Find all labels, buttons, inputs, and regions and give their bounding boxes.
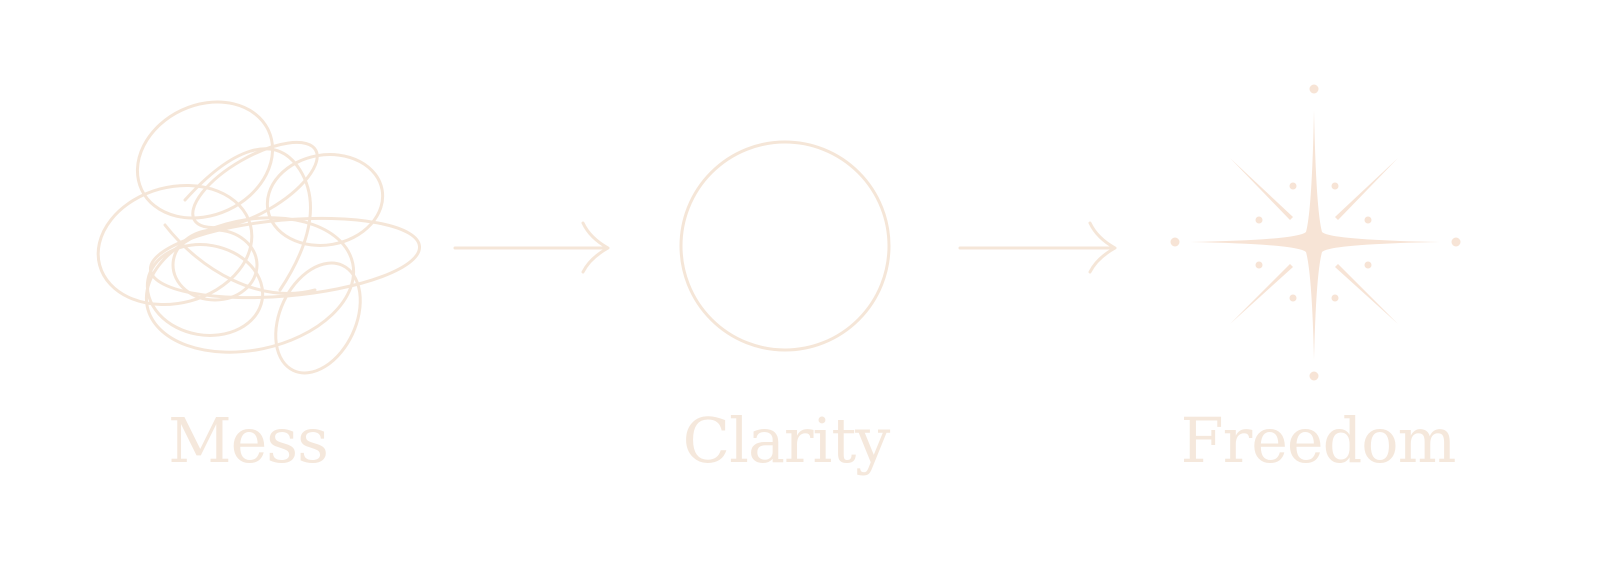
arrow-right-icon: [958, 221, 1117, 274]
stage-label-clarity: Clarity: [683, 404, 891, 477]
stage-mess: Mess: [96, 100, 422, 477]
sparkle-star-icon: [1170, 84, 1461, 381]
stage-freedom: Freedom: [1170, 84, 1461, 477]
circle-icon: [679, 140, 891, 352]
arrow-right-icon: [453, 221, 610, 274]
stage-clarity: Clarity: [679, 140, 891, 477]
stage-label-freedom: Freedom: [1181, 404, 1456, 477]
scribble-tangle-icon: [96, 100, 422, 375]
stage-label-mess: Mess: [168, 404, 328, 477]
